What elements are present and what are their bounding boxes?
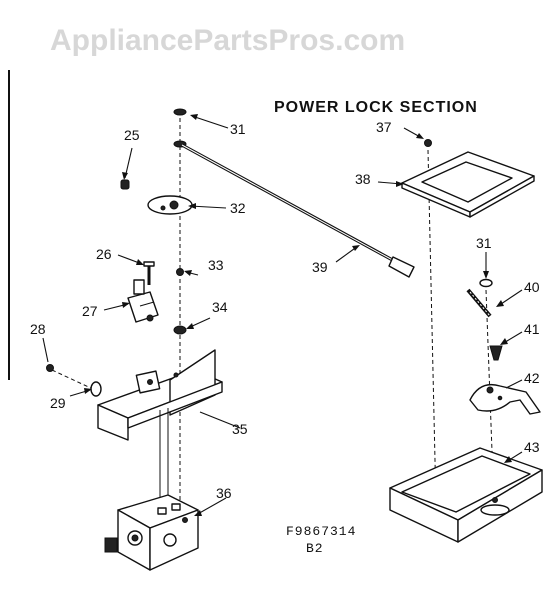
part-43-tray <box>389 447 543 543</box>
part-42-lever <box>469 383 541 415</box>
callout-32: 32 <box>230 200 246 216</box>
callout-29: 29 <box>50 395 66 411</box>
callout-36: 36 <box>216 485 232 501</box>
callout-38: 38 <box>355 171 371 187</box>
figure-code: F9867314 <box>286 524 356 539</box>
part-41-knob <box>489 345 503 361</box>
centerline-screw-28 <box>51 369 96 391</box>
part-26-screw <box>143 261 155 285</box>
part-32-lock-plate <box>147 195 193 215</box>
part-31-top-washer <box>173 108 187 148</box>
callout-labels: 31 25 32 26 33 34 27 28 29 35 36 37 38 3… <box>30 119 540 501</box>
callout-31-lower: 31 <box>476 235 492 251</box>
part-37-screw <box>424 139 432 147</box>
callout-33: 33 <box>208 257 224 273</box>
callout-27: 27 <box>82 303 98 319</box>
callout-39: 39 <box>312 259 328 275</box>
part-29-clip <box>90 381 102 397</box>
part-34-nut <box>173 325 187 335</box>
part-38-bezel <box>401 151 535 218</box>
part-39-lock-rod <box>181 143 492 318</box>
part-36-lock-motor <box>104 494 199 571</box>
watermark-text: AppliancePartsPros.com <box>50 24 405 57</box>
callout-35: 35 <box>232 421 248 437</box>
centerline-right <box>427 149 437 506</box>
part-28-screw <box>46 364 54 372</box>
callout-42: 42 <box>524 370 540 386</box>
part-27-switch <box>127 279 159 323</box>
callout-40: 40 <box>524 279 540 295</box>
callout-31-top: 31 <box>230 121 246 137</box>
leader-lines <box>42 114 523 516</box>
callout-26: 26 <box>96 246 112 262</box>
callout-34: 34 <box>212 299 228 315</box>
callout-43: 43 <box>524 439 540 455</box>
callout-41: 41 <box>524 321 540 337</box>
figure-revision: B2 <box>306 541 324 556</box>
part-35-bracket <box>97 349 223 505</box>
part-31-lower-washer <box>479 278 493 288</box>
part-33-pin <box>176 268 184 276</box>
section-title: POWER LOCK SECTION <box>274 99 478 116</box>
callout-25: 25 <box>124 127 140 143</box>
callout-28: 28 <box>30 321 46 337</box>
callout-37: 37 <box>376 119 392 135</box>
part-25-spring <box>120 179 130 190</box>
